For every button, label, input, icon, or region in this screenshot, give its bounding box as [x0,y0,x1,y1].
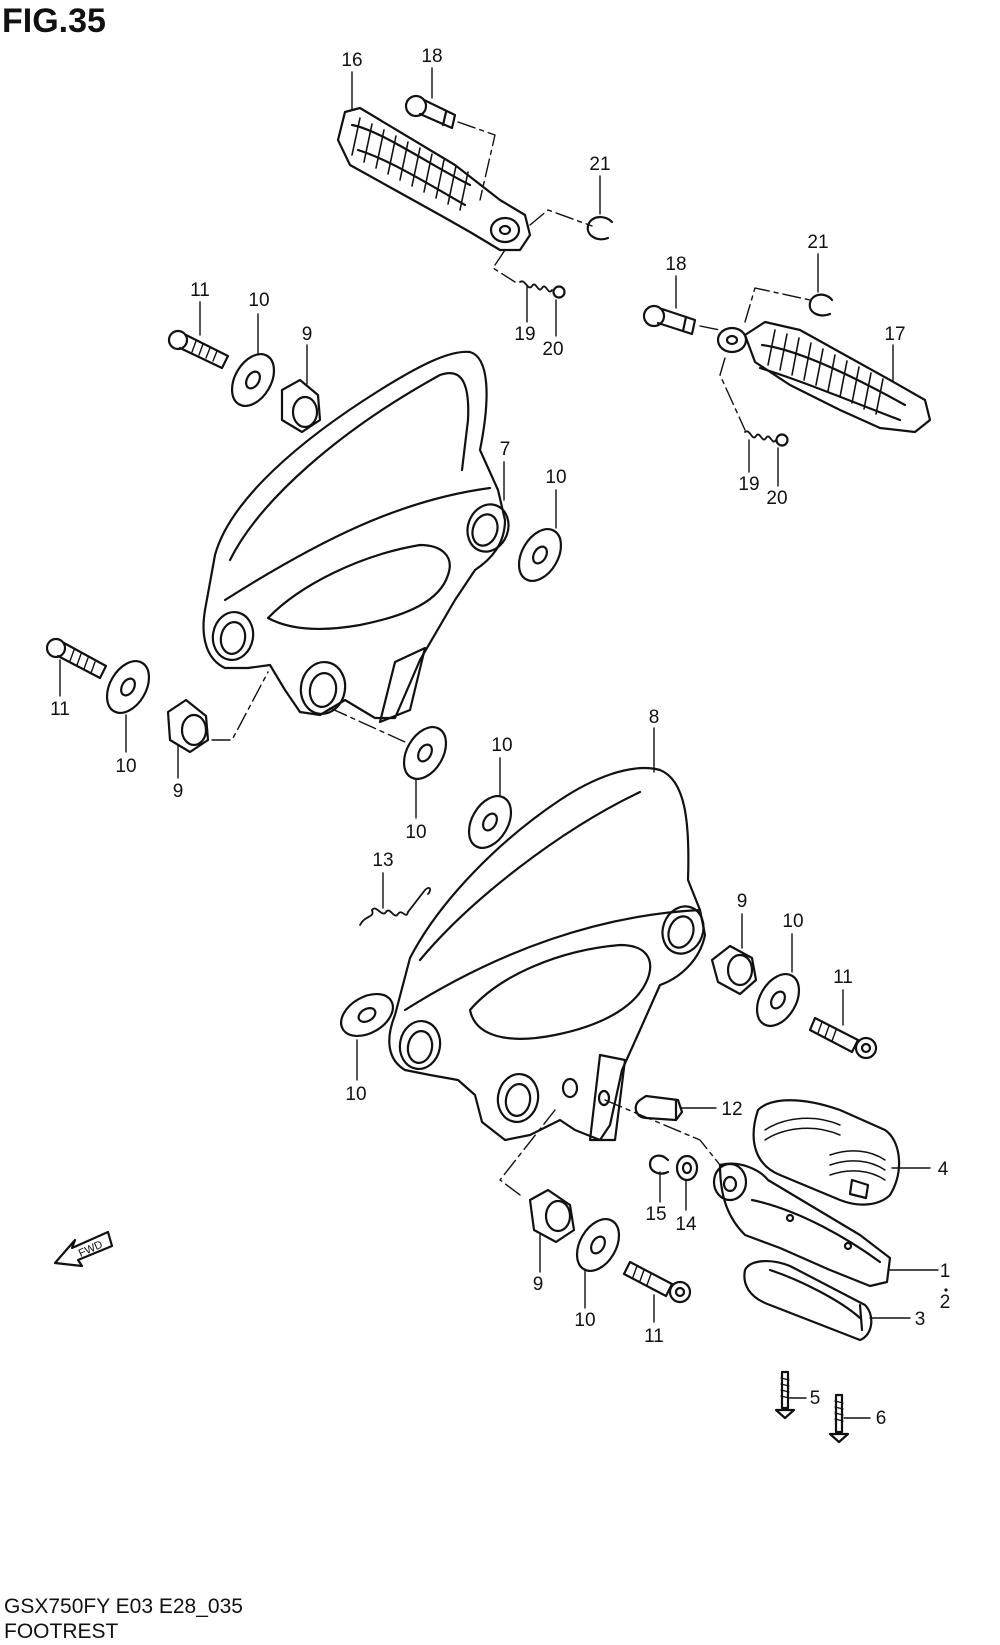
callout-19-upper: 19 [514,324,535,345]
callout-separator-dot [944,1288,948,1292]
callout-9-c: 9 [737,891,748,912]
washer-10-h [575,1218,621,1272]
callout-20-upper: 20 [542,339,563,360]
assembly-lines-upper [457,121,593,283]
spring-19-upper [519,280,553,293]
washer-10-a [230,353,276,407]
bolt-11-c [808,1016,878,1060]
callout-5: 5 [810,1388,821,1409]
model-code: GSX750FY E03 E28_035 [4,1595,243,1618]
washer-10-g [755,973,801,1027]
screw-6 [828,1393,850,1444]
callout-11-b: 11 [50,699,70,720]
callout-10-d: 10 [405,822,426,843]
callout-14: 14 [675,1214,697,1235]
callout-10-f: 10 [782,911,803,932]
spring-19-lower [744,430,777,443]
callout-12: 12 [721,1099,742,1120]
collar-9-a [280,378,322,434]
callout-3: 3 [915,1309,926,1330]
callout-10-h: 10 [574,1310,595,1331]
callout-10-c: 10 [115,756,136,777]
collar-9-c [710,944,758,996]
callout-1: 1 [940,1261,951,1282]
callout-18-upper: 18 [421,46,442,67]
callout-labels: 16 18 21 19 20 21 18 17 19 20 11 10 9 7 … [50,46,950,1429]
bolt-11-d [622,1260,692,1304]
assembly-lines-middle [211,671,406,743]
footrest-rubber-3 [743,1260,873,1342]
callout-9-d: 9 [533,1274,544,1295]
callout-11-c: 11 [833,967,853,988]
bracket-8 [388,766,707,1142]
e-clip-21-upper [586,216,614,241]
callout-17: 17 [884,324,905,345]
pivot-pin-12 [634,1094,684,1122]
callout-8: 8 [649,707,660,728]
bolt-11-b [45,637,108,680]
fwd-label: FWD [77,1239,105,1260]
screw-5 [774,1370,796,1420]
callout-10-e: 10 [491,735,512,756]
callout-4: 4 [938,1159,949,1180]
callout-9-b: 9 [173,781,184,802]
ball-20-lower [775,433,789,447]
callout-20-lower: 20 [766,488,787,509]
collar-9-d [528,1188,576,1244]
callout-15: 15 [645,1204,666,1225]
callout-10-g: 10 [345,1084,366,1105]
footrest-1-2 [712,1162,892,1288]
callout-19-lower: 19 [738,474,759,495]
ball-20-upper [552,285,566,299]
callout-21-lower: 21 [807,232,828,253]
assembly-lines-right [699,287,811,431]
callout-6: 6 [876,1408,887,1429]
callout-11-d: 11 [644,1326,664,1347]
callout-7: 7 [500,439,511,460]
spring-13 [359,887,432,926]
collar-9-b [166,698,210,754]
callout-18-lower: 18 [665,254,686,275]
callout-13: 13 [372,850,393,871]
callout-11-a: 11 [190,280,210,301]
e-clip-21-lower [808,293,834,317]
washer-10-e [467,795,513,849]
callout-16: 16 [341,50,362,71]
callout-10-b: 10 [545,467,566,488]
callout-10-a: 10 [248,290,269,311]
callout-9-a: 9 [302,324,313,345]
fwd-arrow-icon: FWD [53,1230,114,1268]
figure-caption: FOOTREST [4,1620,119,1643]
e-clip-15 [648,1154,670,1175]
footpeg-17 [716,320,932,434]
assembly-lines-lower [499,1099,721,1196]
footrest-rubber-4 [752,1099,901,1206]
washer-10-d [402,726,448,780]
washer-10-b [517,528,563,582]
clevis-pin-18-upper [404,94,457,130]
callout-21-upper: 21 [589,154,610,175]
washer-10-f [340,992,394,1038]
footpeg-16 [336,106,532,252]
bracket-7 [202,350,510,724]
bolt-11-a [167,329,230,370]
callout-2: 2 [940,1292,951,1313]
washer-14 [675,1154,699,1182]
washer-10-c [105,660,151,714]
clevis-pin-18-lower [642,304,697,336]
figure-title: FIG.35 [2,2,106,40]
leader-lines [59,67,939,1419]
